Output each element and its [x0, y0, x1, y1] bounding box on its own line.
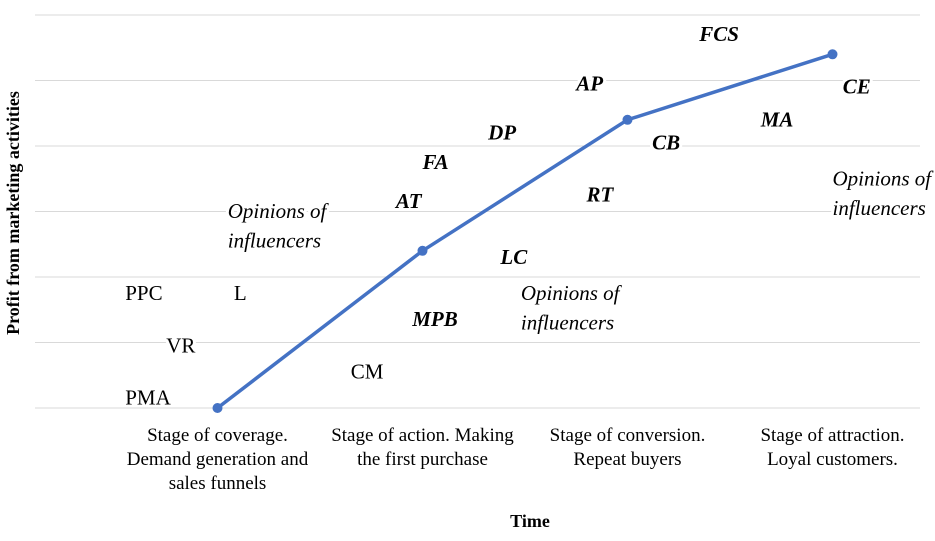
- x-tick-label-line: Stage of action. Making: [331, 425, 514, 446]
- series-layer: [212, 49, 838, 413]
- data-point: [622, 114, 633, 125]
- x-axis-title: Time: [510, 511, 550, 531]
- x-tick-label-line: Repeat buyers: [573, 449, 681, 470]
- x-tick-label-line: sales funnels: [169, 473, 267, 494]
- annotation-label: AP: [574, 71, 603, 95]
- x-tick-label-line: Loyal customers.: [767, 449, 898, 470]
- annotation-label: CE: [843, 75, 871, 99]
- annotation-label: VR: [166, 333, 195, 357]
- annotation-label: L: [234, 281, 247, 305]
- x-tick-label-line: Stage of conversion.: [550, 425, 706, 446]
- annotation-label: DP: [487, 120, 516, 144]
- annotation-label: FCS: [698, 22, 739, 46]
- annotation-label: Opinions of: [833, 166, 935, 190]
- annotation-label: Opinions of: [228, 199, 330, 223]
- annotation-label: influencers: [833, 196, 926, 220]
- x-tick-label: Stage of coverage. Demand generation and s…: [127, 425, 309, 494]
- annotation-label: MPB: [411, 307, 458, 331]
- data-point: [212, 403, 223, 413]
- x-tick-labels: Stage of coverage. Demand generation and s…: [127, 425, 905, 494]
- annotation-label: AT: [394, 189, 423, 213]
- annotation-layer: PMA VR PPC L CM MPB Opinions of influencers AT FA…: [122, 19, 935, 413]
- annotation-label: CM: [351, 360, 384, 384]
- annotation-label: CB: [652, 130, 680, 154]
- annotation-label: Opinions of: [521, 281, 623, 305]
- annotation-label: PMA: [125, 386, 171, 410]
- x-tick-label: Stage of conversion. Repeat buyers: [550, 425, 706, 470]
- x-tick-label: Stage of action. Making the first purchas…: [331, 425, 514, 470]
- annotation-label: FA: [422, 150, 449, 174]
- x-tick-label-line: Stage of coverage.: [147, 425, 288, 446]
- x-tick-label: Stage of attraction. Loyal customers.: [760, 425, 904, 470]
- annotation-label: MA: [760, 107, 794, 131]
- annotation-label: LC: [499, 245, 528, 269]
- x-tick-label-line: Stage of attraction.: [760, 425, 904, 446]
- annotation-label: PPC: [125, 281, 162, 305]
- annotation-label: influencers: [521, 310, 614, 334]
- annotation-label: influencers: [228, 229, 321, 253]
- series-line: [215, 52, 835, 410]
- x-tick-label-line: the first purchase: [357, 449, 488, 470]
- annotation-label: RT: [586, 183, 615, 207]
- x-tick-label-line: Demand generation and: [127, 449, 309, 470]
- y-axis-title: Profit from marketing activities: [3, 91, 23, 335]
- gridlines: [35, 14, 920, 409]
- data-point: [417, 245, 428, 256]
- data-point: [827, 49, 838, 60]
